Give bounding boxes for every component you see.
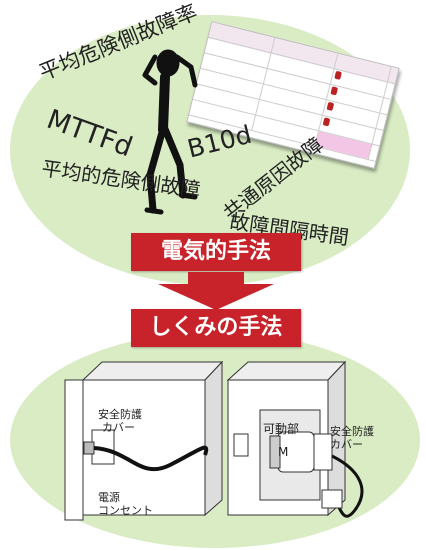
power-outlet-line1: 電源: [98, 491, 120, 504]
thinking-figure: [142, 49, 198, 215]
safety-cover-left-line1: 安全防護: [98, 408, 142, 421]
safety-cover-illustration: [64, 360, 364, 521]
safety-cover-left-label: 安全防護 カバー: [98, 408, 142, 434]
safety-cover-left-line2: カバー: [102, 421, 135, 434]
mechanism-method-banner: しくみの手法: [131, 309, 301, 347]
power-outlet-label: 電源 コンセント: [90, 491, 153, 517]
down-arrow-icon: [158, 272, 274, 310]
motor-label: M: [278, 445, 289, 459]
power-outlet-line2: コンセント: [98, 504, 153, 517]
safety-cover-right-label: 安全防護 カバー: [330, 425, 374, 451]
electrical-method-banner: 電気的手法: [131, 233, 301, 271]
safety-cover-right-line2: カバー: [330, 438, 363, 451]
safety-cover-right-line1: 安全防護: [330, 425, 374, 438]
movable-part-label: 可動部: [263, 422, 300, 436]
